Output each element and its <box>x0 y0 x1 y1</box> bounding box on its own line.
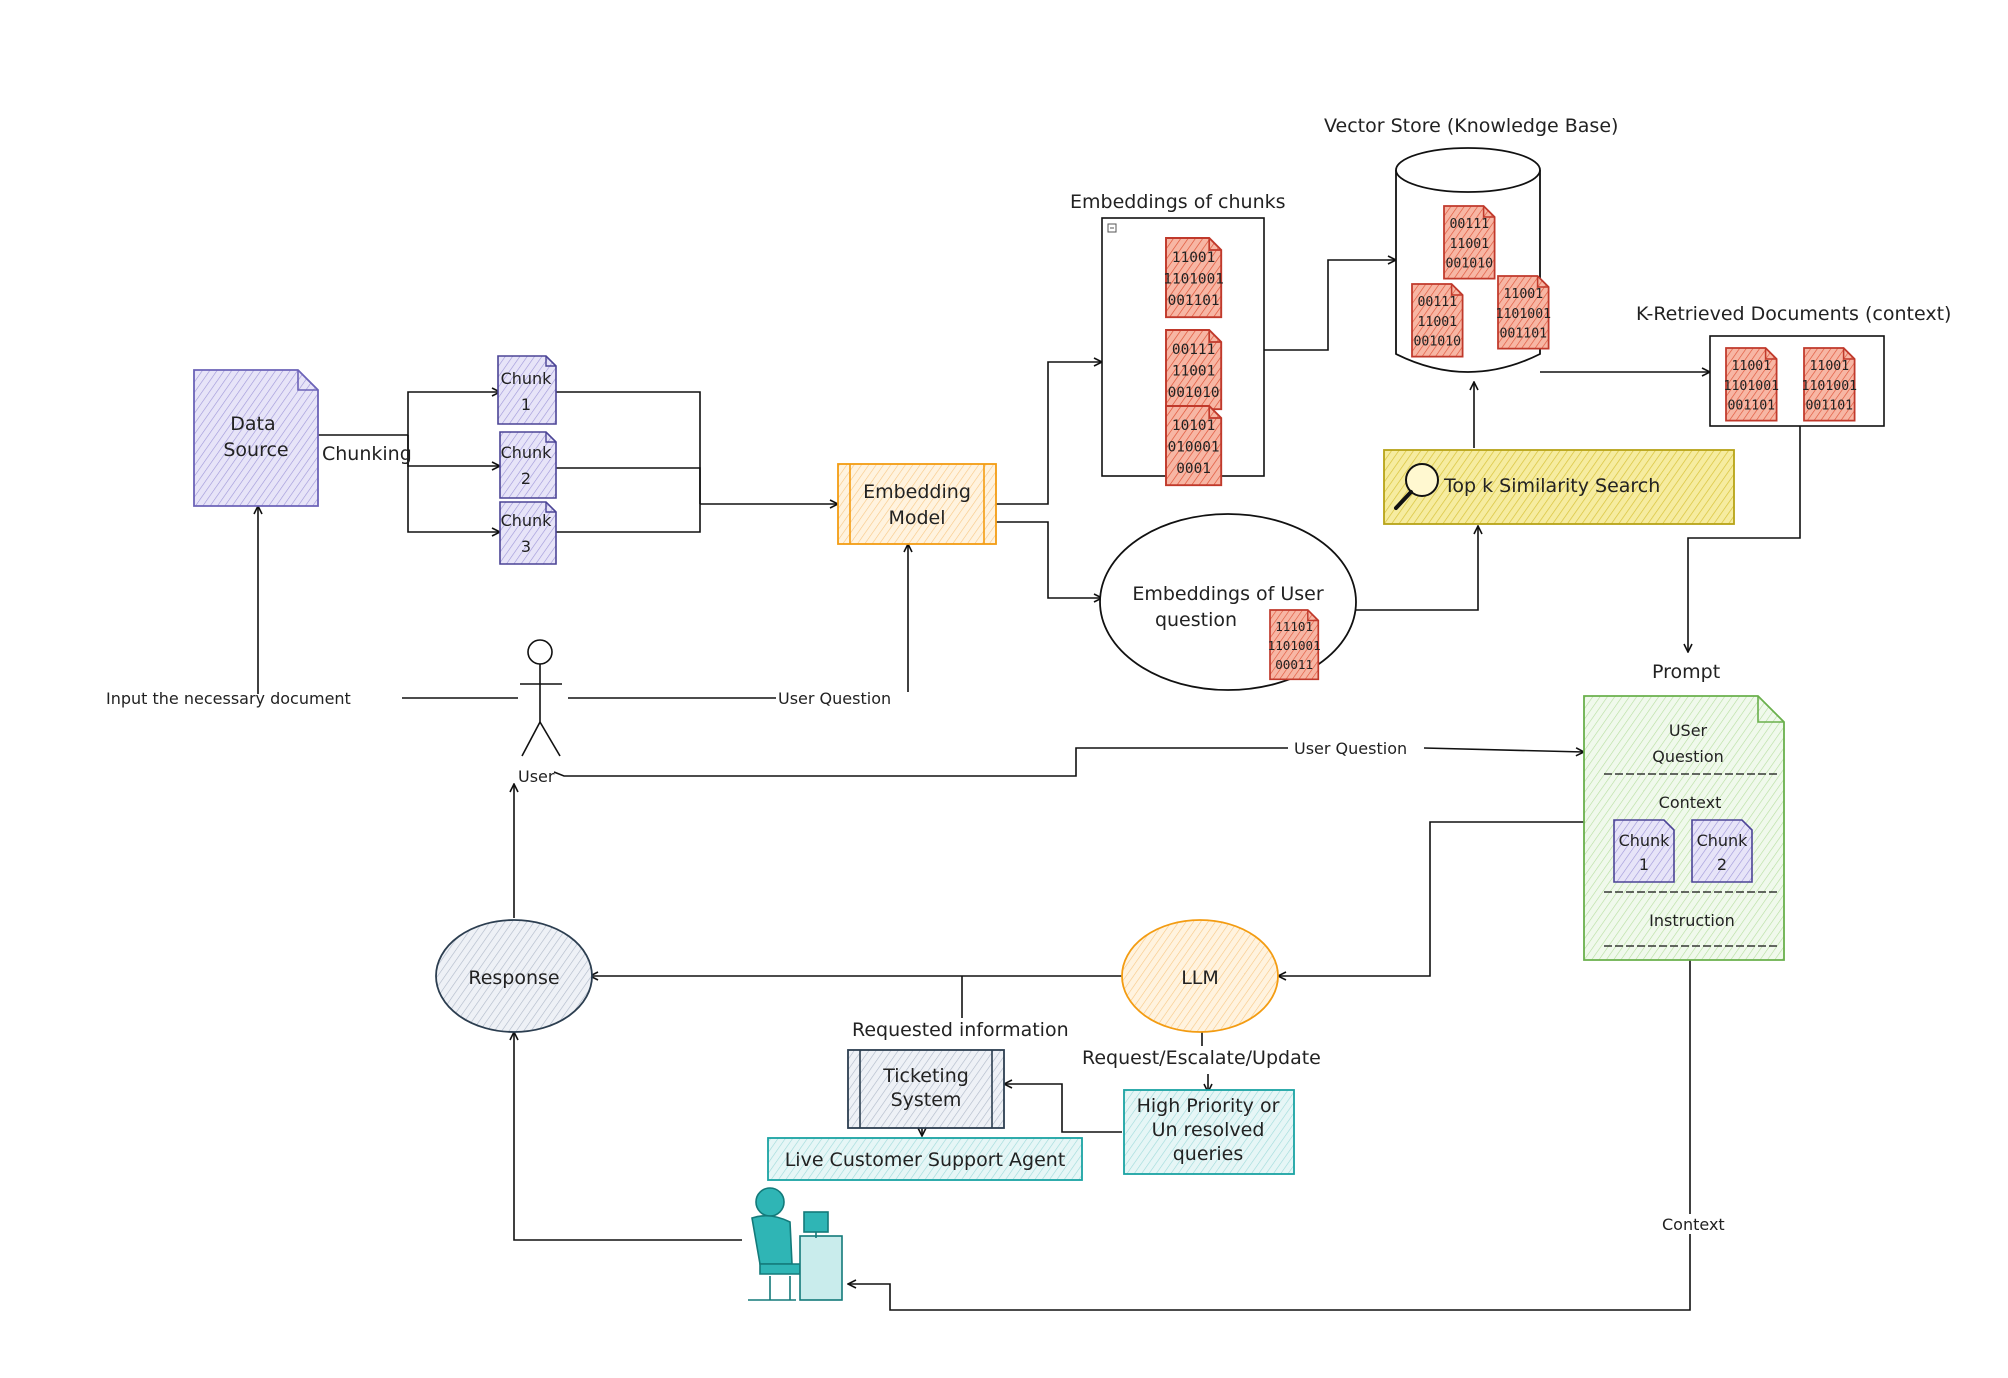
binary-text: 11101 <box>1275 619 1313 634</box>
llm-node[interactable]: LLM <box>1121 919 1279 1033</box>
binary-text: 001010 <box>1445 257 1493 272</box>
binary-text: 11001 <box>1809 359 1849 374</box>
prompt-title: Prompt <box>1652 661 1720 683</box>
vector-store-title: Vector Store (Knowledge Base) <box>1324 115 1618 137</box>
context-edge-label: Context <box>1662 1215 1725 1234</box>
chunking-label: Chunking <box>322 443 412 465</box>
data-source-label: Data Source <box>223 413 288 461</box>
binary-text: 10101 <box>1172 418 1215 434</box>
database-icon: 0011111001001010001111100100101011001110… <box>1411 205 1552 358</box>
binary-text: 11001 <box>1503 287 1543 302</box>
binary-text: 00111 <box>1417 295 1457 310</box>
binary-text: 1101001 <box>1496 307 1552 322</box>
svg-text:Context: Context <box>1659 793 1722 812</box>
input-document-label: Input the necessary document <box>106 689 351 708</box>
binary-text: 11001 <box>1172 364 1215 380</box>
chunk-embedding-document-icon: 00111 11001 001010 <box>1165 329 1223 411</box>
binary-text: 1101001 <box>1268 638 1321 653</box>
chunk-embedding-document-icon: 11001 1101001 001101 <box>1163 237 1224 319</box>
svg-text:LLM: LLM <box>1181 967 1219 989</box>
user-question-label-2: User Question <box>1294 739 1407 758</box>
binary-text: 001010 <box>1413 335 1461 350</box>
binary-text: 1101001 <box>1802 379 1858 394</box>
binary-text: 11001 <box>1731 359 1771 374</box>
k-retrieved-documents[interactable]: 11001 1101001 001101 11001 1101001 001101 <box>1709 335 1885 427</box>
binary-text: 010001 <box>1168 440 1220 456</box>
vector-store-database[interactable]: 0011111001001010001111100100101011001110… <box>1395 147 1552 373</box>
user-label: User <box>518 767 555 786</box>
binary-text: 11001 <box>1172 250 1215 266</box>
user-question-embedding-icon: 11101 1101001 00011 <box>1268 609 1321 681</box>
svg-text:Top k Similarity Search: Top k Similarity Search <box>1443 475 1660 497</box>
support-agent-icon <box>748 1187 843 1301</box>
binary-text: 1101001 <box>1163 272 1224 288</box>
binary-text: 00011 <box>1275 657 1313 672</box>
k-retrieved-title: K-Retrieved Documents (context) <box>1636 303 1951 325</box>
binary-text: 001101 <box>1168 293 1220 309</box>
search-icon <box>1394 463 1439 510</box>
embeddings-of-chunks-container[interactable]: 11001 1101001 001101 00111 11001 001010 10101 0… <box>1101 217 1265 487</box>
embeddings-of-chunks-title: Embeddings of chunks <box>1070 191 1286 213</box>
stored-document-icon: 00111 11001 001010 <box>1443 205 1496 280</box>
top-k-similarity-search[interactable]: Top k Similarity Search <box>1383 449 1735 525</box>
binary-text: 00111 <box>1449 217 1489 232</box>
edges <box>258 260 1801 1311</box>
user-question-label-1: User Question <box>778 689 891 708</box>
response-node[interactable]: Response <box>435 919 593 1033</box>
svg-text:Response: Response <box>468 967 559 989</box>
binary-text: 00111 <box>1172 342 1215 358</box>
retrieved-document-icon: 11001 1101001 001101 <box>1724 347 1780 422</box>
binary-text: 0001 <box>1176 461 1211 477</box>
svg-text:Instruction: Instruction <box>1649 911 1735 930</box>
live-customer-support-agent[interactable]: Live Customer Support Agent <box>767 1137 1083 1181</box>
binary-text: 001010 <box>1168 385 1220 401</box>
binary-text: 001101 <box>1727 399 1775 414</box>
svg-text:Live Customer Support Agent: Live Customer Support Agent <box>785 1149 1066 1171</box>
data-source-document[interactable]: Data Source <box>193 369 319 507</box>
binary-text: 11001 <box>1417 315 1457 330</box>
binary-text: 1101001 <box>1724 379 1780 394</box>
request-escalate-label: Request/Escalate/Update <box>1082 1047 1321 1069</box>
binary-text: 001101 <box>1499 327 1547 342</box>
retrieved-document-icon: 11001 1101001 001101 <box>1802 347 1858 422</box>
binary-text: 11001 <box>1449 237 1489 252</box>
chunk-embedding-document-icon: 10101 010001 0001 <box>1165 405 1223 487</box>
stored-document-icon: 00111 11001 001010 <box>1411 283 1464 358</box>
stored-document-icon: 11001 1101001 001101 <box>1496 275 1552 350</box>
requested-information-label: Requested information <box>852 1019 1069 1041</box>
stick-figure-user-icon[interactable] <box>520 639 562 757</box>
binary-text: 001101 <box>1805 399 1853 414</box>
